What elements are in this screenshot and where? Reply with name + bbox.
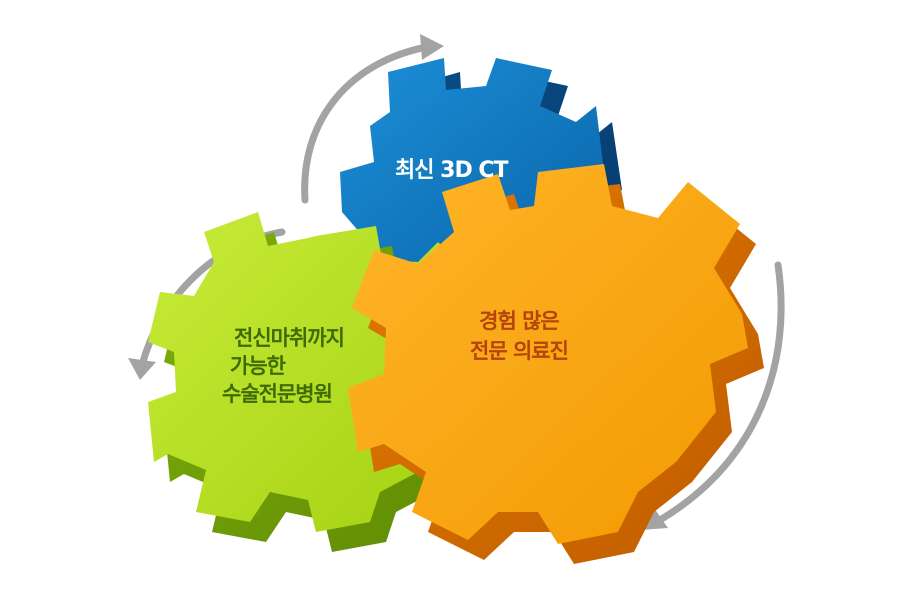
arrow-top-left	[301, 42, 436, 204]
gear-orange-line-1: 경험 많은	[479, 309, 560, 333]
arrow-top-left-head	[420, 34, 444, 60]
gear-green-label: 전신마취까지 가능한 수술전문병원	[222, 324, 345, 408]
gear-orange	[348, 164, 764, 564]
arrow-left-head	[128, 358, 156, 380]
gear-blue-label: 최신 3D CT	[395, 158, 509, 183]
gear-green-line-2: 가능한	[230, 354, 286, 378]
gear-green-line-3: 수술전문병원	[222, 382, 333, 406]
gear-orange-label: 경험 많은 전문 의료진	[470, 306, 569, 366]
gear-green-line-1: 전신마취까지	[234, 326, 345, 350]
arrow-right	[656, 261, 785, 524]
gear-orange-line-2: 전문 의료진	[470, 339, 569, 363]
